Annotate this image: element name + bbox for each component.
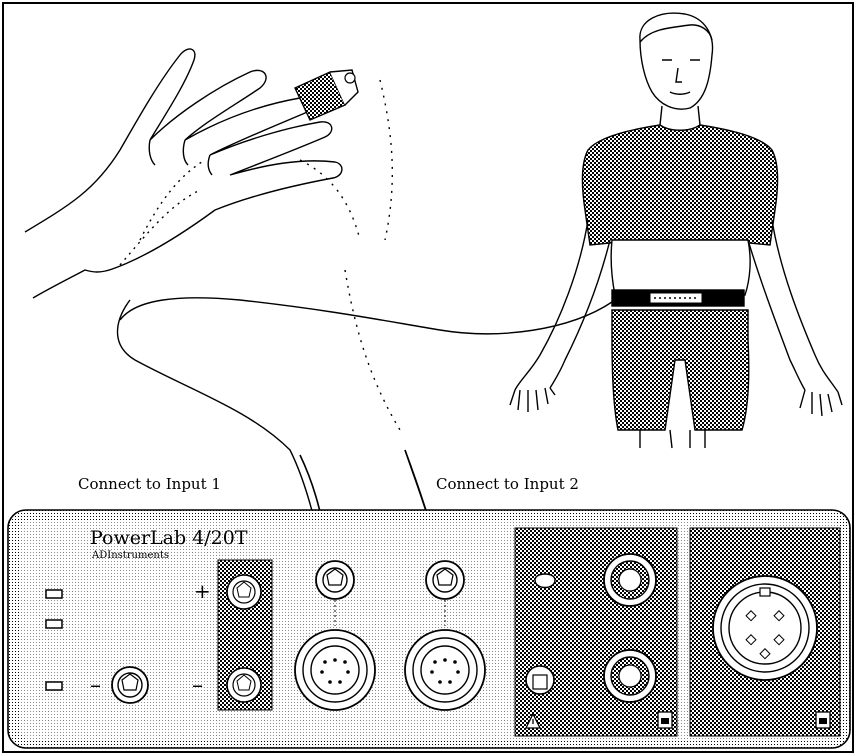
- label-connect-input-1: Connect to Input 1: [78, 475, 221, 493]
- status-light-3: [46, 682, 62, 690]
- analog-out-plus-socket[interactable]: [227, 575, 261, 609]
- digital-socket-lower[interactable]: [604, 650, 656, 702]
- status-light-1: [46, 590, 62, 598]
- headphone-socket[interactable]: [526, 666, 554, 694]
- input-2-pod-socket[interactable]: [405, 630, 485, 710]
- digital-socket-upper[interactable]: [604, 554, 656, 606]
- powerlab-front-panel: PowerLab 4/20T ADInstruments – + –: [8, 510, 850, 748]
- socket-icon-2: [816, 712, 830, 728]
- device-subtitle: ADInstruments: [91, 550, 169, 561]
- i2c-block: [515, 528, 677, 736]
- input-1-bnc-socket[interactable]: [316, 561, 354, 599]
- minus-sign-output: –: [192, 673, 203, 698]
- label-connect-input-2: Connect to Input 2: [436, 475, 579, 493]
- small-led: [535, 574, 555, 588]
- pulse-cable: [118, 300, 319, 535]
- analog-out-minus-socket[interactable]: [227, 668, 261, 702]
- minus-sign-left: –: [90, 673, 101, 698]
- trigger-bnc-socket[interactable]: [112, 667, 148, 703]
- input-1-pod-socket[interactable]: [295, 630, 375, 710]
- person-illustration: [510, 13, 842, 448]
- plus-sign: +: [194, 579, 211, 603]
- socket-icon-1: [658, 712, 672, 728]
- serial-socket[interactable]: [713, 576, 817, 680]
- status-light-2: [46, 620, 62, 628]
- device-brand: PowerLab 4/20T: [90, 527, 248, 549]
- belt-cable: [120, 298, 612, 334]
- input-2-bnc-socket[interactable]: [426, 561, 464, 599]
